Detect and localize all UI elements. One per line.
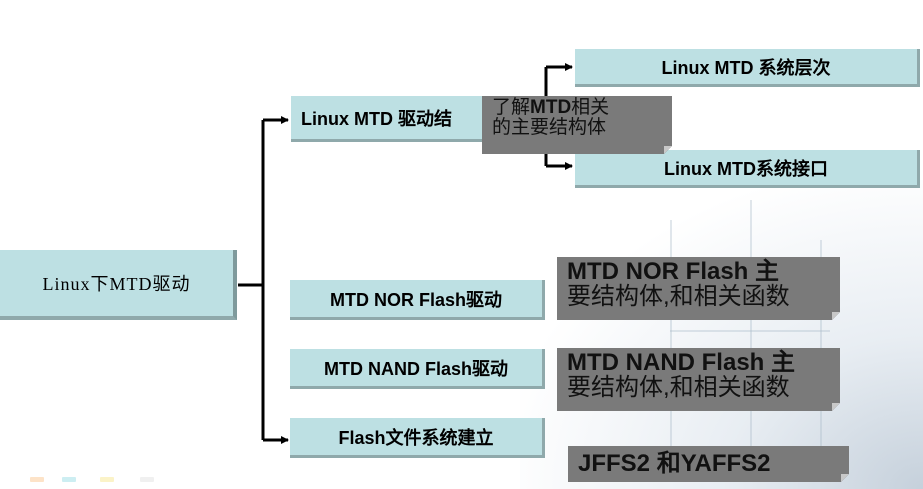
note-line-1: MTD NAND Flash 主 [567, 349, 795, 376]
note-fold-corner [832, 312, 840, 320]
note-fold-corner [664, 146, 672, 154]
decorative-mark [62, 477, 76, 482]
note-filesystems: JFFS2 和YAFFS2 [568, 446, 849, 482]
branch-node-label: Linux MTD 驱动结 [301, 108, 452, 129]
sub-node-mtd-system-layers: Linux MTD 系统层次 [575, 49, 920, 87]
branch-node-label: MTD NOR Flash驱动 [329, 289, 502, 310]
sub-node-label: Linux MTD系统接口 [664, 158, 828, 179]
branch-node-mtd-driver-structure: Linux MTD 驱动结 [291, 96, 494, 142]
note-line-1: MTD NOR Flash 主 [567, 258, 780, 285]
root-node: Linux下MTD驱动 [0, 250, 237, 320]
root-node-label: Linux下MTD驱动 [42, 274, 191, 294]
note-line-2: 的主要结构体 [492, 115, 607, 138]
note-line-1: JFFS2 和YAFFS2 [578, 450, 771, 478]
branch-node-flash-filesystem: Flash文件系统建立 [290, 418, 545, 458]
note-mtd-structures: 了解MTD相关 的主要结构体 [482, 96, 672, 154]
note-nand-flash-structures: MTD NAND Flash 主 要结构体,和相关函数 [557, 348, 840, 411]
decorative-mark [100, 477, 114, 482]
branch-node-label: MTD NAND Flash驱动 [324, 358, 508, 379]
branch-node-label: Flash文件系统建立 [338, 427, 494, 448]
sub-node-mtd-system-interface: Linux MTD系统接口 [575, 150, 920, 188]
note-line-1: 了解MTD相关 [492, 96, 610, 118]
note-fold-corner [832, 403, 840, 411]
branch-node-nand-flash-driver: MTD NAND Flash驱动 [290, 349, 545, 389]
note-line-2: 要结构体,和相关函数 [567, 374, 790, 402]
note-nor-flash-structures: MTD NOR Flash 主 要结构体,和相关函数 [557, 257, 840, 320]
note-line-2: 要结构体,和相关函数 [567, 283, 790, 311]
sub-node-label: Linux MTD 系统层次 [661, 57, 831, 78]
branch-node-nor-flash-driver: MTD NOR Flash驱动 [290, 280, 545, 320]
decorative-mark [140, 477, 154, 482]
note-fold-corner [841, 474, 849, 482]
decorative-mark [30, 477, 44, 482]
